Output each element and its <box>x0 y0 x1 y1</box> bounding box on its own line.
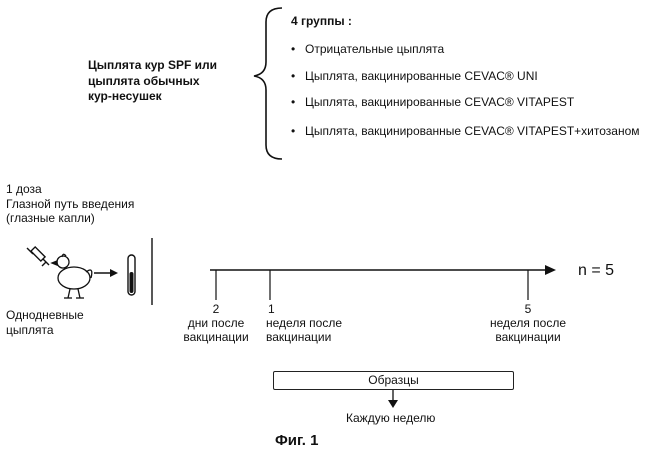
subjects-line: цыплята обычных <box>88 73 200 88</box>
sampling-frequency: Каждую неделю <box>346 411 436 425</box>
group-item-label: Цыплята, вакцинированные CEVAC® VITAPEST… <box>305 124 640 138</box>
tick-number: 5 <box>524 302 532 316</box>
tick-text: дни после <box>187 316 245 330</box>
group-item: • Отрицательные цыплята <box>291 42 444 56</box>
bullet-icon: • <box>291 42 296 56</box>
figure-caption: Фиг. 1 <box>275 432 319 449</box>
chicks-line: Однодневные <box>6 308 84 322</box>
tick-number: 1 <box>268 302 275 316</box>
chicks-label: Однодневные цыплята <box>6 308 84 337</box>
down-arrow-icon <box>388 390 398 408</box>
tick-label-week1: 1 неделя после вакцинации <box>266 302 342 344</box>
bullet-icon: • <box>291 69 296 83</box>
tick-label-week5: 5 неделя после вакцинации <box>480 302 576 344</box>
transfer-arrow <box>94 269 118 277</box>
test-tube-icon <box>127 254 136 296</box>
sample-size-label: n = 5 <box>578 262 615 279</box>
tick-text: неделя после <box>490 316 566 330</box>
subjects-line: кур-несушек <box>88 89 162 103</box>
group-item: • Цыплята, вакцинированные CEVAC® VITAPES… <box>291 124 640 138</box>
dose-line: Глазной путь введения <box>6 196 135 211</box>
tick-text: вакцинации <box>266 330 332 344</box>
group-item: • Цыплята, вакцинированные CEVAC® UNI <box>291 69 538 83</box>
group-item-label: Цыплята, вакцинированные CEVAC® VITAPEST <box>305 95 575 109</box>
tick-text: вакцинации <box>495 330 561 344</box>
syringe-icon <box>26 245 50 267</box>
chicken-icon <box>50 253 93 299</box>
group-item: • Цыплята, вакцинированные CEVAC® VITAPES… <box>291 95 574 109</box>
groups-title: 4 группы : <box>291 14 352 28</box>
tick-text: вакцинации <box>183 330 249 344</box>
tick-number: 2 <box>212 302 220 316</box>
timeline-axis <box>210 265 556 275</box>
subjects-label: Цыплята кур SPF или цыплята обычных кур-… <box>88 58 217 105</box>
dose-info: 1 доза Глазной путь введения (глазные ка… <box>6 182 134 226</box>
chicks-line: цыплята <box>6 322 54 337</box>
curly-brace <box>253 7 283 160</box>
tick-text: неделя после <box>266 316 342 330</box>
dose-line: (глазные капли) <box>6 211 95 225</box>
bullet-icon: • <box>291 95 296 109</box>
bullet-icon: • <box>291 124 296 138</box>
subjects-line: Цыплята кур SPF или <box>88 58 218 72</box>
tick-label-days: 2 дни после вакцинации <box>168 302 264 344</box>
group-item-label: Отрицательные цыплята <box>305 42 445 56</box>
dose-line: 1 доза <box>6 182 42 196</box>
group-item-label: Цыплята, вакцинированные CEVAC® UNI <box>305 69 538 83</box>
samples-box: Образцы <box>273 371 514 390</box>
